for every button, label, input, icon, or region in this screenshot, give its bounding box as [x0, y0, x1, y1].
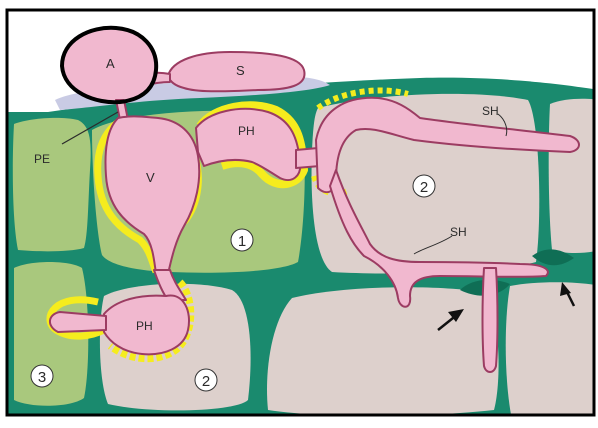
label-spore: S — [236, 63, 245, 78]
lower-hypha-stalk — [50, 312, 106, 332]
label-vesicle: V — [146, 170, 155, 185]
label-penetration-peg: PE — [34, 152, 50, 166]
cell-number-2-upper: 2 — [420, 179, 428, 196]
cell-number-1: 1 — [238, 233, 246, 250]
cell-left-upper — [13, 118, 91, 251]
label-secondary-hypha-lower: SH — [450, 225, 467, 239]
cell-right-upper — [549, 99, 598, 253]
cell-marker-3: 3 — [31, 365, 53, 387]
cell-lower-right — [506, 282, 598, 420]
cell-marker-2-upper: 2 — [413, 175, 435, 197]
cell-lower-mid — [267, 287, 499, 416]
label-primary-hypha-lower: PH — [136, 319, 153, 333]
label-appressorium: A — [106, 56, 115, 71]
secondary-hypha-down — [483, 268, 498, 372]
cell-marker-1: 1 — [231, 229, 253, 251]
cell-number-3: 3 — [38, 369, 46, 386]
cell-marker-2-lower: 2 — [195, 369, 217, 391]
label-secondary-hypha-upper: SH — [482, 104, 499, 118]
cell-number-2-lower: 2 — [202, 373, 210, 390]
label-primary-hypha-upper: PH — [238, 124, 255, 138]
